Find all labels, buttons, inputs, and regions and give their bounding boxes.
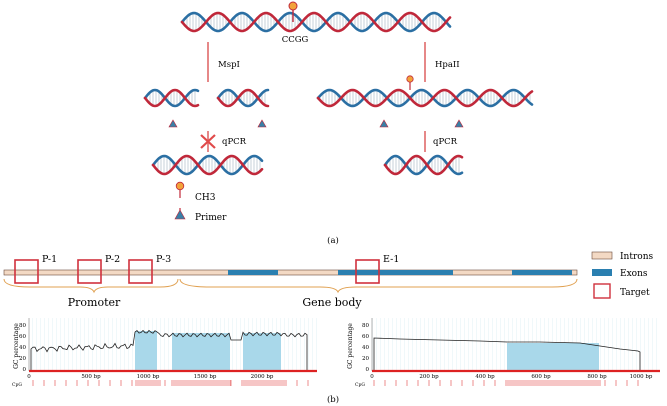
ytick: 0: [366, 367, 370, 373]
legend-intron-swatch: [591, 251, 613, 260]
exon: [398, 270, 453, 275]
cpg-track-left: [32, 380, 309, 386]
ytick: 40: [362, 345, 369, 351]
left-qpcr-label: qPCR: [222, 137, 247, 147]
gc-plot-right: GC percentage 0 20 40 60 80 0 200 bp 400…: [347, 318, 660, 388]
promoter-brace: [3, 278, 179, 294]
methyl-icon: [406, 75, 414, 83]
gene-body-brace: [179, 278, 578, 294]
gc-plot-left: GC percentage 0 20 40 60 80 0 500 bp 100…: [12, 318, 317, 388]
ytick: 20: [362, 356, 369, 362]
legend-ch3-icon: [175, 181, 185, 191]
mspi-label: MspI: [218, 60, 240, 70]
primer-icon: [168, 119, 178, 128]
ytick: 40: [19, 345, 26, 351]
ylabel-left: GC percentage: [13, 323, 20, 369]
gc-line-right: [373, 337, 641, 371]
xtick: 1000 bp: [630, 374, 653, 380]
target-label-p3: P-3: [156, 254, 171, 265]
legend-primer-label: Primer: [195, 213, 227, 223]
legend-ch3-label: CH3: [195, 193, 216, 203]
gc-fill-right: [507, 343, 599, 371]
exon: [512, 270, 572, 275]
cpg-label-right: CpG: [355, 382, 365, 388]
gc-line-left: [30, 329, 308, 371]
hpaii-label: HpaII: [435, 60, 460, 70]
dna-fragment-left-2: [216, 88, 270, 108]
xtick: 1000 bp: [137, 374, 160, 380]
xtick: 1500 bp: [194, 374, 217, 380]
ytick: 60: [362, 334, 369, 340]
ytick: 80: [19, 323, 26, 329]
ccgg-label: CCGG: [282, 35, 309, 45]
primer-icon: [454, 119, 464, 128]
promoter-label: Promoter: [68, 296, 121, 309]
legend-target: Target: [620, 288, 650, 298]
xtick-zero: 0: [27, 374, 31, 380]
legend-introns: Introns: [620, 252, 653, 262]
target-box-p1: [14, 259, 39, 284]
ytick: 80: [362, 323, 369, 329]
primer-icon: [257, 119, 267, 128]
ytick: 20: [19, 356, 26, 362]
dna-intact-methylated: [316, 88, 534, 108]
ytick: 0: [23, 367, 27, 373]
methyl-pin-top: [288, 1, 298, 22]
legend-exons: Exons: [620, 269, 648, 279]
ylabel-right: GC percentage: [347, 323, 354, 369]
xtick: 400 bp: [475, 374, 495, 380]
xtick: 600 bp: [531, 374, 551, 380]
target-label-p1: P-1: [42, 254, 57, 265]
target-box-e1: [355, 259, 380, 284]
dna-result-right: [383, 154, 464, 176]
xtick: 800 bp: [587, 374, 607, 380]
cross-icon: [200, 134, 216, 149]
ytick: 60: [19, 334, 26, 340]
legend-primer-icon: [174, 209, 186, 220]
cpg-label-left: CpG: [12, 382, 22, 388]
dna-fragment-left-1: [143, 88, 200, 108]
panel-b: P-1 P-2 P-3 E-1 Promoter Gene body Intro…: [3, 251, 660, 405]
caption-b: (b): [327, 394, 339, 405]
caption-a: (a): [327, 235, 339, 246]
target-label-e1: E-1: [383, 254, 399, 265]
gene-body-label: Gene body: [302, 296, 362, 309]
exon: [338, 270, 398, 275]
dna-top: [180, 11, 452, 33]
exon: [228, 270, 278, 275]
legend-target-swatch: [593, 283, 611, 299]
xtick: 200 bp: [419, 374, 439, 380]
xtick: 500 bp: [81, 374, 101, 380]
cpg-track-right: [373, 380, 639, 386]
dna-result-left: [151, 154, 264, 176]
gc-fill-left: [135, 331, 281, 371]
legend-exon-swatch: [592, 269, 612, 276]
xtick-zero: 0: [370, 374, 374, 380]
right-qpcr-label: qPCR: [433, 137, 458, 147]
target-box-p3: [128, 259, 153, 284]
primer-icon: [379, 119, 389, 128]
panel-a: CCGG MspI HpaII qPCR qPCR CH3 P: [143, 1, 534, 246]
xtick: 2000 bp: [251, 374, 274, 380]
target-label-p2: P-2: [105, 254, 120, 265]
gene-bar: [3, 269, 578, 276]
target-box-p2: [77, 259, 102, 284]
